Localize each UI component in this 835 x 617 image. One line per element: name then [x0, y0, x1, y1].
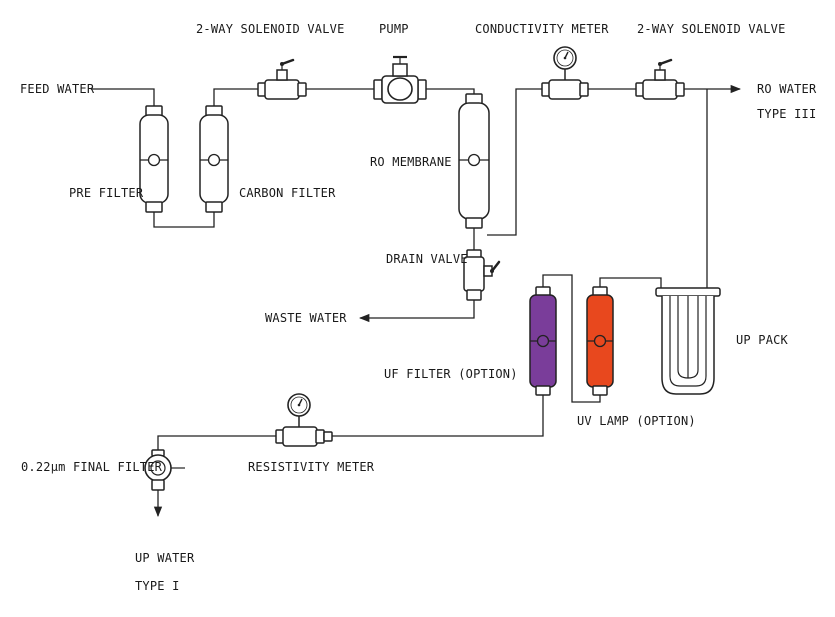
ro-membrane-label: RO MEMBRANE: [370, 155, 452, 169]
up-water-type-label: TYPE I: [135, 579, 180, 593]
carbon-filter-label: CARBON FILTER: [239, 186, 336, 200]
uv-lamp: [586, 286, 614, 396]
pre-filter-label: PRE FILTER: [69, 186, 144, 200]
up-pack: [655, 287, 721, 395]
pre-filter: [139, 105, 169, 213]
labels: FEED WATER 2-WAY SOLENOID VALVE PUMP CON…: [20, 22, 817, 593]
uf-filter: [529, 286, 557, 396]
conductivity-meter-label: CONDUCTIVITY METER: [475, 22, 609, 36]
uv-lamp-label: UV LAMP (OPTION): [577, 414, 696, 428]
final-filter-label: 0.22μm FINAL FILTER: [21, 460, 163, 474]
pump-label: PUMP: [379, 22, 409, 36]
pump: [373, 55, 427, 104]
uf-filter-label: UF FILTER (OPTION): [384, 367, 518, 381]
valve2-label: 2-WAY SOLENOID VALVE: [637, 22, 786, 36]
up-water-label: UP WATER: [135, 551, 195, 565]
waste-water-label: WASTE WATER: [265, 311, 347, 325]
solenoid-valve-2: [635, 58, 685, 100]
up-pack-label: UP PACK: [736, 333, 789, 347]
gauge-icon: [553, 46, 577, 81]
drain-valve: [463, 249, 501, 301]
feed-water-label: FEED WATER: [20, 82, 95, 96]
valve1-label: 2-WAY SOLENOID VALVE: [196, 22, 345, 36]
resistivity-meter: [275, 393, 333, 447]
gauge-icon: [287, 393, 311, 428]
carbon-filter: [199, 105, 229, 213]
ro-water-type-label: TYPE III: [757, 107, 816, 121]
ro-water-label: RO WATER: [757, 82, 817, 96]
resistivity-meter-label: RESISTIVITY METER: [248, 460, 375, 474]
final-filter: [144, 449, 185, 491]
solenoid-valve-1: [257, 58, 307, 100]
conductivity-meter: [541, 46, 589, 100]
ro-membrane: [458, 93, 490, 229]
drain-valve-label: DRAIN VALVE: [386, 252, 468, 266]
piping: [91, 84, 742, 518]
